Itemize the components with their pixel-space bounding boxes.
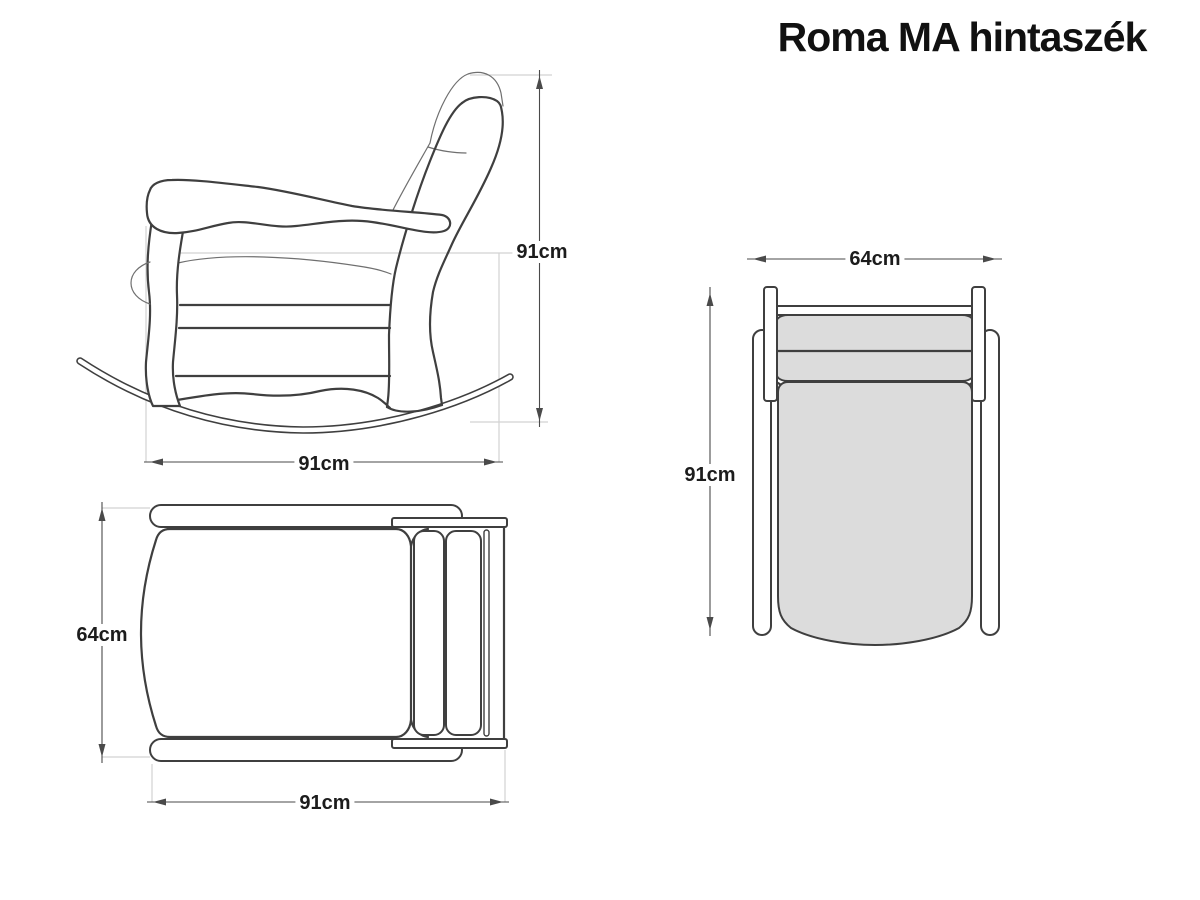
plan-view-left-rail — [752, 329, 772, 636]
plan-view-seat — [777, 381, 973, 646]
top-view-drawing — [139, 504, 508, 762]
top-view-backrest-slat — [413, 530, 445, 736]
plan-view-top-bar — [774, 305, 976, 316]
top-view-rocker-bottom — [149, 738, 463, 762]
plan-height-dimension — [706, 287, 714, 636]
side-view-front-roll — [130, 261, 151, 305]
top-width-label: 91cm — [295, 792, 355, 814]
side-view-armrest — [145, 178, 452, 235]
top-view-back-plate-bottom — [391, 738, 508, 749]
side-view-seat-cushion — [177, 256, 392, 275]
page-title: Roma MA hintaszék — [777, 14, 1148, 60]
side-width-label: 91cm — [294, 453, 354, 475]
top-view-seat — [139, 527, 413, 739]
extension-lines — [102, 74, 552, 802]
top-view-back-plate-top — [391, 517, 508, 528]
top-view-rocker-top — [149, 504, 463, 528]
top-depth-label: 64cm — [72, 624, 132, 646]
plan-view-right-post — [971, 286, 986, 402]
side-height-label: 91cm — [512, 241, 572, 263]
plan-height-label: 91cm — [680, 464, 740, 486]
side-view-seat-bottom — [152, 387, 392, 410]
side-view-back-cushion — [429, 71, 504, 144]
top-view-backrest-slat — [445, 530, 482, 736]
side-view-front-support — [144, 218, 186, 408]
side-view-back-frame — [428, 96, 504, 407]
plan-width-label: 64cm — [845, 248, 905, 270]
plan-view-left-post — [763, 286, 778, 402]
side-view-drawing — [76, 71, 514, 434]
plan-view-drawing — [752, 286, 1000, 646]
plan-view-right-rail — [980, 329, 1000, 636]
plan-view-backrest-cushion — [774, 314, 976, 382]
